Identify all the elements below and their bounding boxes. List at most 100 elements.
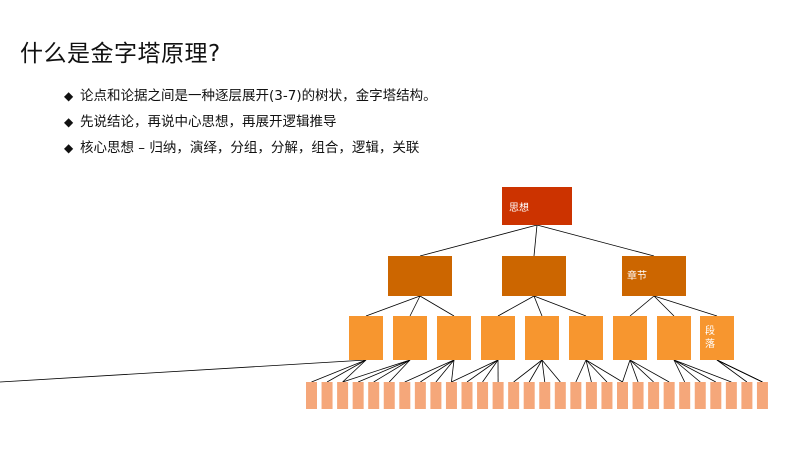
level3-node bbox=[741, 382, 753, 409]
level3-node bbox=[523, 382, 535, 409]
level3-node bbox=[585, 382, 597, 409]
level2-node bbox=[525, 316, 559, 360]
level2-node bbox=[569, 316, 603, 360]
level3-node bbox=[321, 382, 333, 409]
diamond-bullet-icon: ◆ bbox=[64, 89, 74, 103]
page-title: 什么是金字塔原理? bbox=[20, 41, 221, 67]
connector-line bbox=[482, 359, 499, 383]
connector-line bbox=[326, 359, 367, 383]
connector-line bbox=[533, 224, 538, 257]
connector-line bbox=[497, 295, 535, 317]
node-label: 章节 bbox=[627, 269, 647, 282]
level3-node bbox=[337, 382, 349, 409]
node-label: 思想 bbox=[509, 201, 529, 214]
level3-node bbox=[368, 382, 380, 409]
level2-node bbox=[481, 316, 515, 360]
diamond-bullet-icon: ◆ bbox=[64, 115, 74, 129]
level2-node bbox=[437, 316, 471, 360]
connector-line bbox=[373, 359, 411, 383]
connector-line bbox=[585, 359, 592, 383]
connector-line bbox=[653, 295, 675, 317]
level3-node bbox=[352, 382, 364, 409]
level3-node bbox=[710, 382, 722, 409]
connector-line bbox=[629, 295, 655, 317]
connector-line bbox=[404, 359, 455, 383]
level1-node bbox=[502, 256, 566, 296]
connector-line bbox=[435, 359, 455, 383]
level3-node bbox=[477, 382, 489, 409]
connector-line bbox=[533, 295, 587, 317]
connector-line bbox=[673, 359, 686, 383]
level1-node bbox=[622, 256, 686, 296]
level3-node bbox=[539, 382, 551, 409]
bullet-text: 先说结论，再说中心思想，再展开逻辑推导 bbox=[80, 114, 337, 130]
level2-node bbox=[657, 316, 691, 360]
connector-line bbox=[365, 295, 421, 317]
level3-node bbox=[306, 382, 317, 409]
diamond-bullet-icon: ◆ bbox=[64, 141, 74, 155]
connector-line bbox=[585, 359, 623, 383]
connector-line bbox=[311, 359, 367, 383]
level3-node bbox=[554, 382, 566, 409]
connector-line bbox=[466, 359, 499, 383]
connector-line bbox=[716, 359, 763, 383]
bullet-text: 论点和论据之间是一种逐层展开(3-7)的树状，金字塔结构。 bbox=[80, 88, 437, 104]
level1-node bbox=[388, 256, 452, 296]
bullet-item: ◆核心思想 – 归纳，演绎，分组，分解，组合，逻辑，关联 bbox=[64, 138, 437, 164]
connector-line bbox=[673, 359, 701, 383]
level2-node bbox=[349, 316, 383, 360]
level3-node bbox=[383, 382, 395, 409]
level3-node bbox=[617, 382, 628, 409]
node-label: 段 bbox=[705, 324, 715, 337]
connector-line bbox=[541, 359, 546, 383]
connector-line bbox=[653, 295, 718, 317]
level3-node bbox=[756, 382, 768, 409]
connector-line bbox=[342, 359, 367, 383]
level3-node bbox=[445, 382, 457, 409]
level2-node bbox=[700, 316, 734, 360]
level3-node bbox=[679, 382, 691, 409]
connector-line bbox=[629, 359, 639, 383]
level3-node bbox=[725, 382, 737, 409]
level3-node bbox=[461, 382, 473, 409]
root-node bbox=[502, 187, 572, 225]
connector-line bbox=[541, 359, 561, 383]
connector-line bbox=[420, 359, 455, 383]
connector-line bbox=[419, 295, 455, 317]
bullet-item: ◆ 先说结论，再说中心思想，再展开逻辑推导 bbox=[64, 112, 437, 138]
level3-node bbox=[399, 382, 411, 409]
connector-line bbox=[451, 359, 499, 383]
level3-node bbox=[663, 382, 675, 409]
bullet-list: ◆ 论点和论据之间是一种逐层展开(3-7)的树状，金字塔结构。 ◆ 先说结论，再说中… bbox=[64, 86, 437, 164]
connector-line bbox=[716, 359, 748, 383]
connector-line bbox=[585, 359, 608, 383]
node-label: 落 bbox=[705, 338, 715, 350]
connector-line bbox=[451, 359, 455, 383]
level2-node bbox=[613, 316, 647, 360]
level3-node bbox=[694, 382, 706, 409]
level3-node bbox=[430, 382, 442, 409]
bullet-item: ◆ 论点和论据之间是一种逐层展开(3-7)的树状，金字塔结构。 bbox=[64, 86, 437, 112]
connector-line bbox=[629, 359, 654, 383]
connector-line bbox=[536, 224, 655, 257]
connector-line bbox=[409, 295, 421, 317]
connector-line bbox=[533, 295, 543, 317]
level3-node bbox=[601, 382, 613, 409]
level3-node bbox=[648, 382, 660, 409]
level3-node bbox=[414, 382, 426, 409]
level2-node bbox=[393, 316, 427, 360]
connector-line bbox=[388, 359, 411, 383]
connector-line bbox=[673, 359, 732, 383]
level3-node bbox=[508, 382, 520, 409]
connector-line bbox=[342, 359, 411, 383]
connector-line bbox=[575, 359, 587, 383]
connector-line bbox=[0, 359, 367, 383]
connector-line bbox=[528, 359, 543, 383]
level3-node bbox=[492, 382, 504, 409]
level3-node bbox=[632, 382, 644, 409]
connector-line bbox=[513, 359, 543, 383]
connector-line bbox=[629, 359, 670, 383]
connector-line bbox=[622, 359, 631, 383]
connector-line bbox=[357, 359, 411, 383]
